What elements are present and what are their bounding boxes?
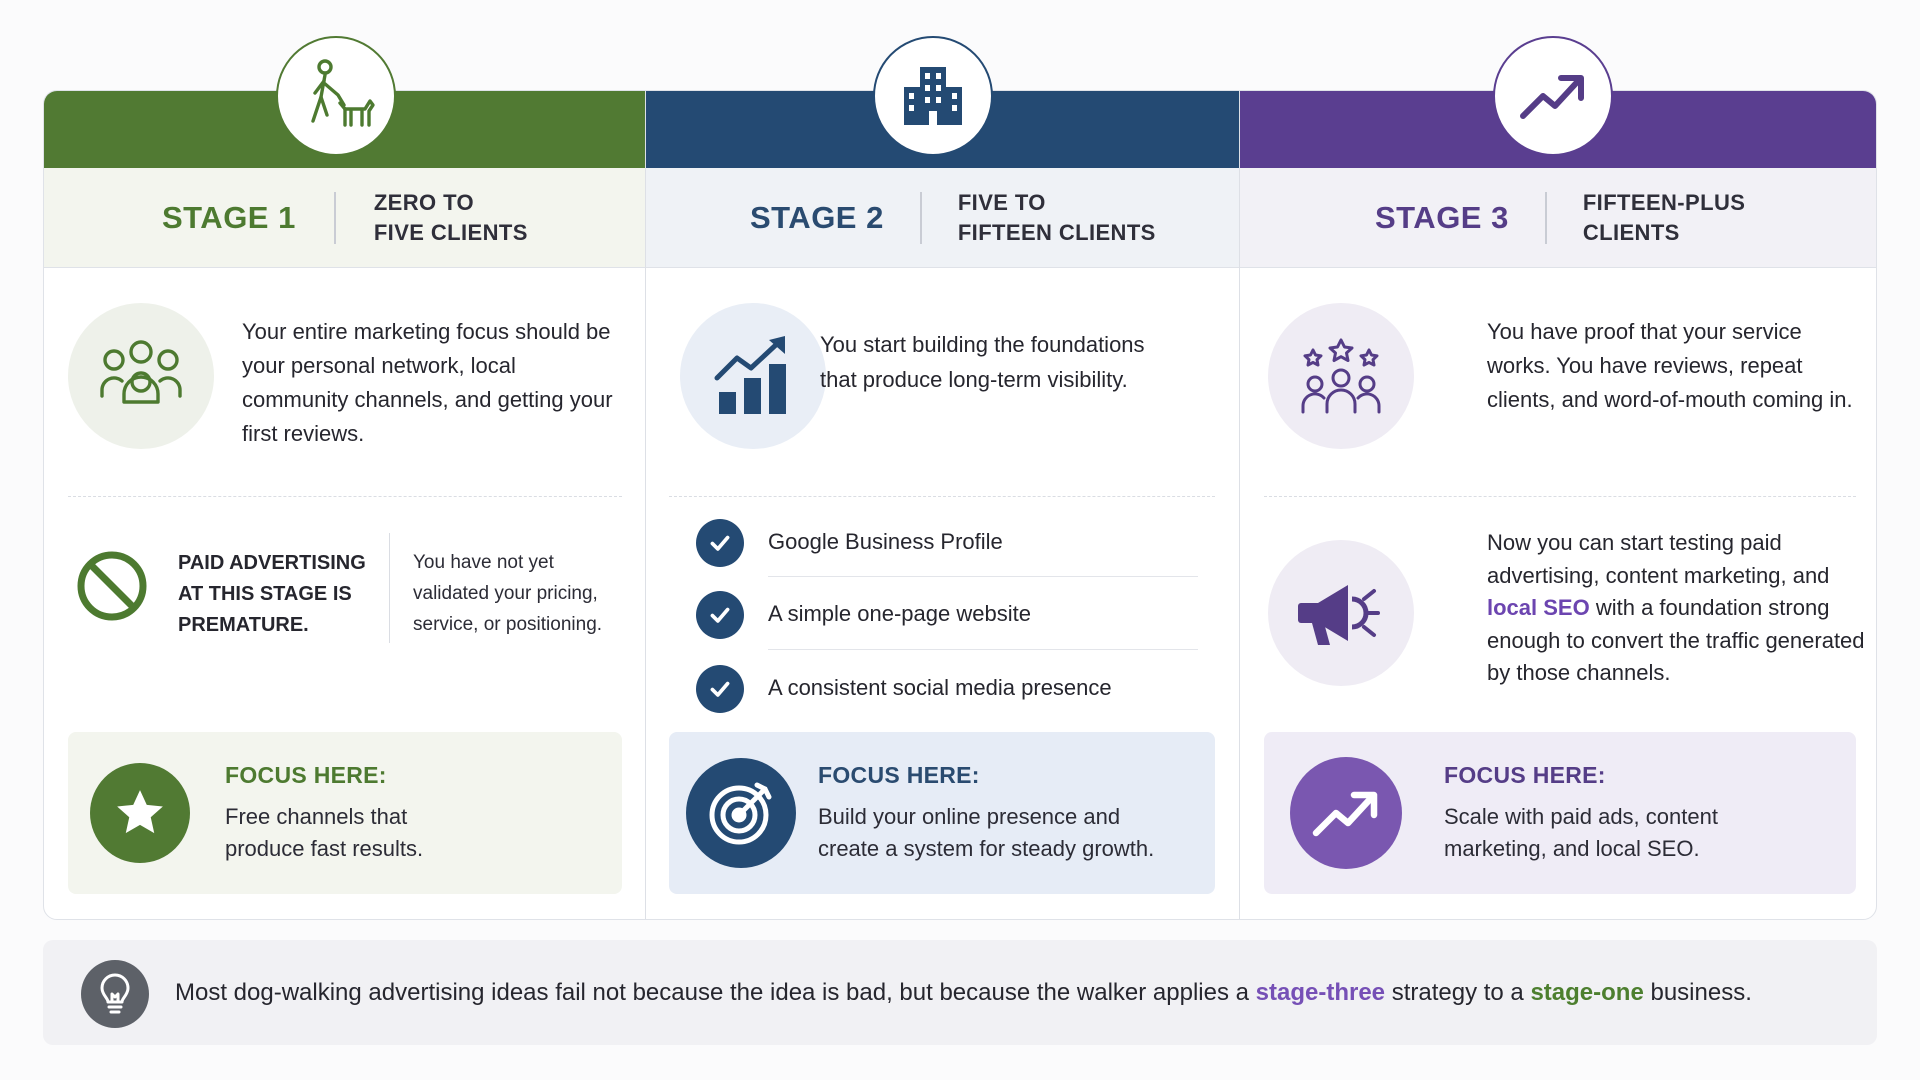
checklist-item: A consistent social media presence <box>768 675 1112 700</box>
stage-three-highlight: stage-three <box>1255 979 1386 1006</box>
stage-3-subtitle: FIFTEEN-PLUS CLIENTS <box>1582 189 1746 245</box>
stage-2-subtitle: FIVE TO FIFTEEN CLIENTS <box>957 189 1156 245</box>
target-arrow-icon <box>686 758 796 868</box>
stage-1-divider <box>68 496 622 497</box>
stage-2-focus-title: FOCUS HERE: <box>818 762 980 788</box>
stage-3-header: STAGE 3 FIFTEEN-PLUS CLIENTS <box>1240 168 1876 268</box>
checkmark-icon <box>696 519 744 567</box>
footer-tip: Most dog-walking advertising ideas fail … <box>43 940 1877 1045</box>
stage-1-header-divider <box>333 191 336 244</box>
checkmark-icon <box>696 665 744 713</box>
stage-3-divider <box>1264 496 1856 497</box>
stage-1-warning-title: PAID ADVERTISING AT THIS STAGE IS PREMAT… <box>178 552 366 636</box>
stage-1-focus-text: Free channels that produce fast results. <box>225 804 424 861</box>
stage-1-focus-box: FOCUS HERE: Free channels that produce f… <box>68 732 622 894</box>
stage-3-paid-text: Now you can start testing paid advertisi… <box>1487 527 1867 690</box>
local-seo-highlight: local SEO <box>1487 595 1590 620</box>
trending-up-arrow-icon <box>1290 757 1402 869</box>
checkmark-icon <box>696 591 744 639</box>
growth-bar-chart-icon <box>680 303 826 449</box>
stage-3-paid-text-before: Now you can start testing paid advertisi… <box>1487 530 1830 588</box>
stage-2-intro: You start building the foundations that … <box>820 332 1145 392</box>
stage-2-label: STAGE 2 <box>750 199 884 235</box>
stage-2-divider <box>669 496 1215 497</box>
stage-3-label: STAGE 3 <box>1375 199 1509 235</box>
stage-2-header-divider <box>919 191 922 244</box>
stage-3-focus-text: Scale with paid ads, content marketing, … <box>1444 804 1718 861</box>
stage-2-focus-box: FOCUS HERE: Build your online presence a… <box>669 732 1215 894</box>
footer-text-part-2: strategy to a <box>1385 979 1531 1006</box>
footer-text-part-3: business. <box>1643 979 1752 1006</box>
stage-one-highlight: stage-one <box>1530 979 1644 1006</box>
stage-1-intro: Your entire marketing focus should be yo… <box>242 319 613 446</box>
checklist-item: Google Business Profile <box>768 529 1003 554</box>
checklist-item: A simple one-page website <box>768 601 1031 626</box>
community-people-icon <box>68 303 214 449</box>
star-icon <box>90 763 190 863</box>
footer-text: Most dog-walking advertising ideas fail … <box>175 979 1752 1007</box>
stage-3-column: STAGE 3 FIFTEEN-PLUS CLIENTS You have pr… <box>1239 91 1876 919</box>
office-building-icon <box>873 36 993 156</box>
checklist-divider <box>768 576 1198 577</box>
stage-2-focus-text: Build your online presence and create a … <box>818 804 1155 861</box>
stage-3-header-divider <box>1544 191 1547 244</box>
footer-text-part-1: Most dog-walking advertising ideas fail … <box>175 979 1256 1006</box>
stage-1-warning-text: You have not yet validated your pricing,… <box>413 552 603 635</box>
stage-1-column: STAGE 1 ZERO TO FIVE CLIENTS Your entire… <box>44 91 645 919</box>
stages-panel: STAGE 1 ZERO TO FIVE CLIENTS Your entire… <box>43 90 1877 920</box>
stage-1-label: STAGE 1 <box>162 199 296 235</box>
lightbulb-icon <box>81 960 149 1028</box>
stage-2-column: STAGE 2 FIVE TO FIFTEEN CLIENTS You star… <box>645 91 1239 919</box>
prohibited-icon <box>76 550 148 627</box>
stage-1-focus-title: FOCUS HERE: <box>225 762 387 788</box>
stage-3-paid-text-after: with a foundation strong enough to conve… <box>1487 595 1865 685</box>
trending-up-arrow-icon <box>1493 36 1613 156</box>
stage-3-focus-box: FOCUS HERE: Scale with paid ads, content… <box>1264 732 1856 894</box>
stage-1-subtitle: ZERO TO FIVE CLIENTS <box>373 189 528 245</box>
stage-2-header: STAGE 2 FIVE TO FIFTEEN CLIENTS <box>646 168 1239 268</box>
stage-3-focus-title: FOCUS HERE: <box>1444 762 1606 788</box>
stage-3-intro: You have proof that your service works. … <box>1487 319 1853 412</box>
stage-1-warning-divider <box>389 533 390 643</box>
megaphone-icon <box>1268 540 1414 686</box>
rated-team-icon <box>1268 303 1414 449</box>
checklist-divider <box>768 649 1198 650</box>
person-walking-dog-icon <box>276 36 396 156</box>
stage-1-header: STAGE 1 ZERO TO FIVE CLIENTS <box>44 168 645 268</box>
